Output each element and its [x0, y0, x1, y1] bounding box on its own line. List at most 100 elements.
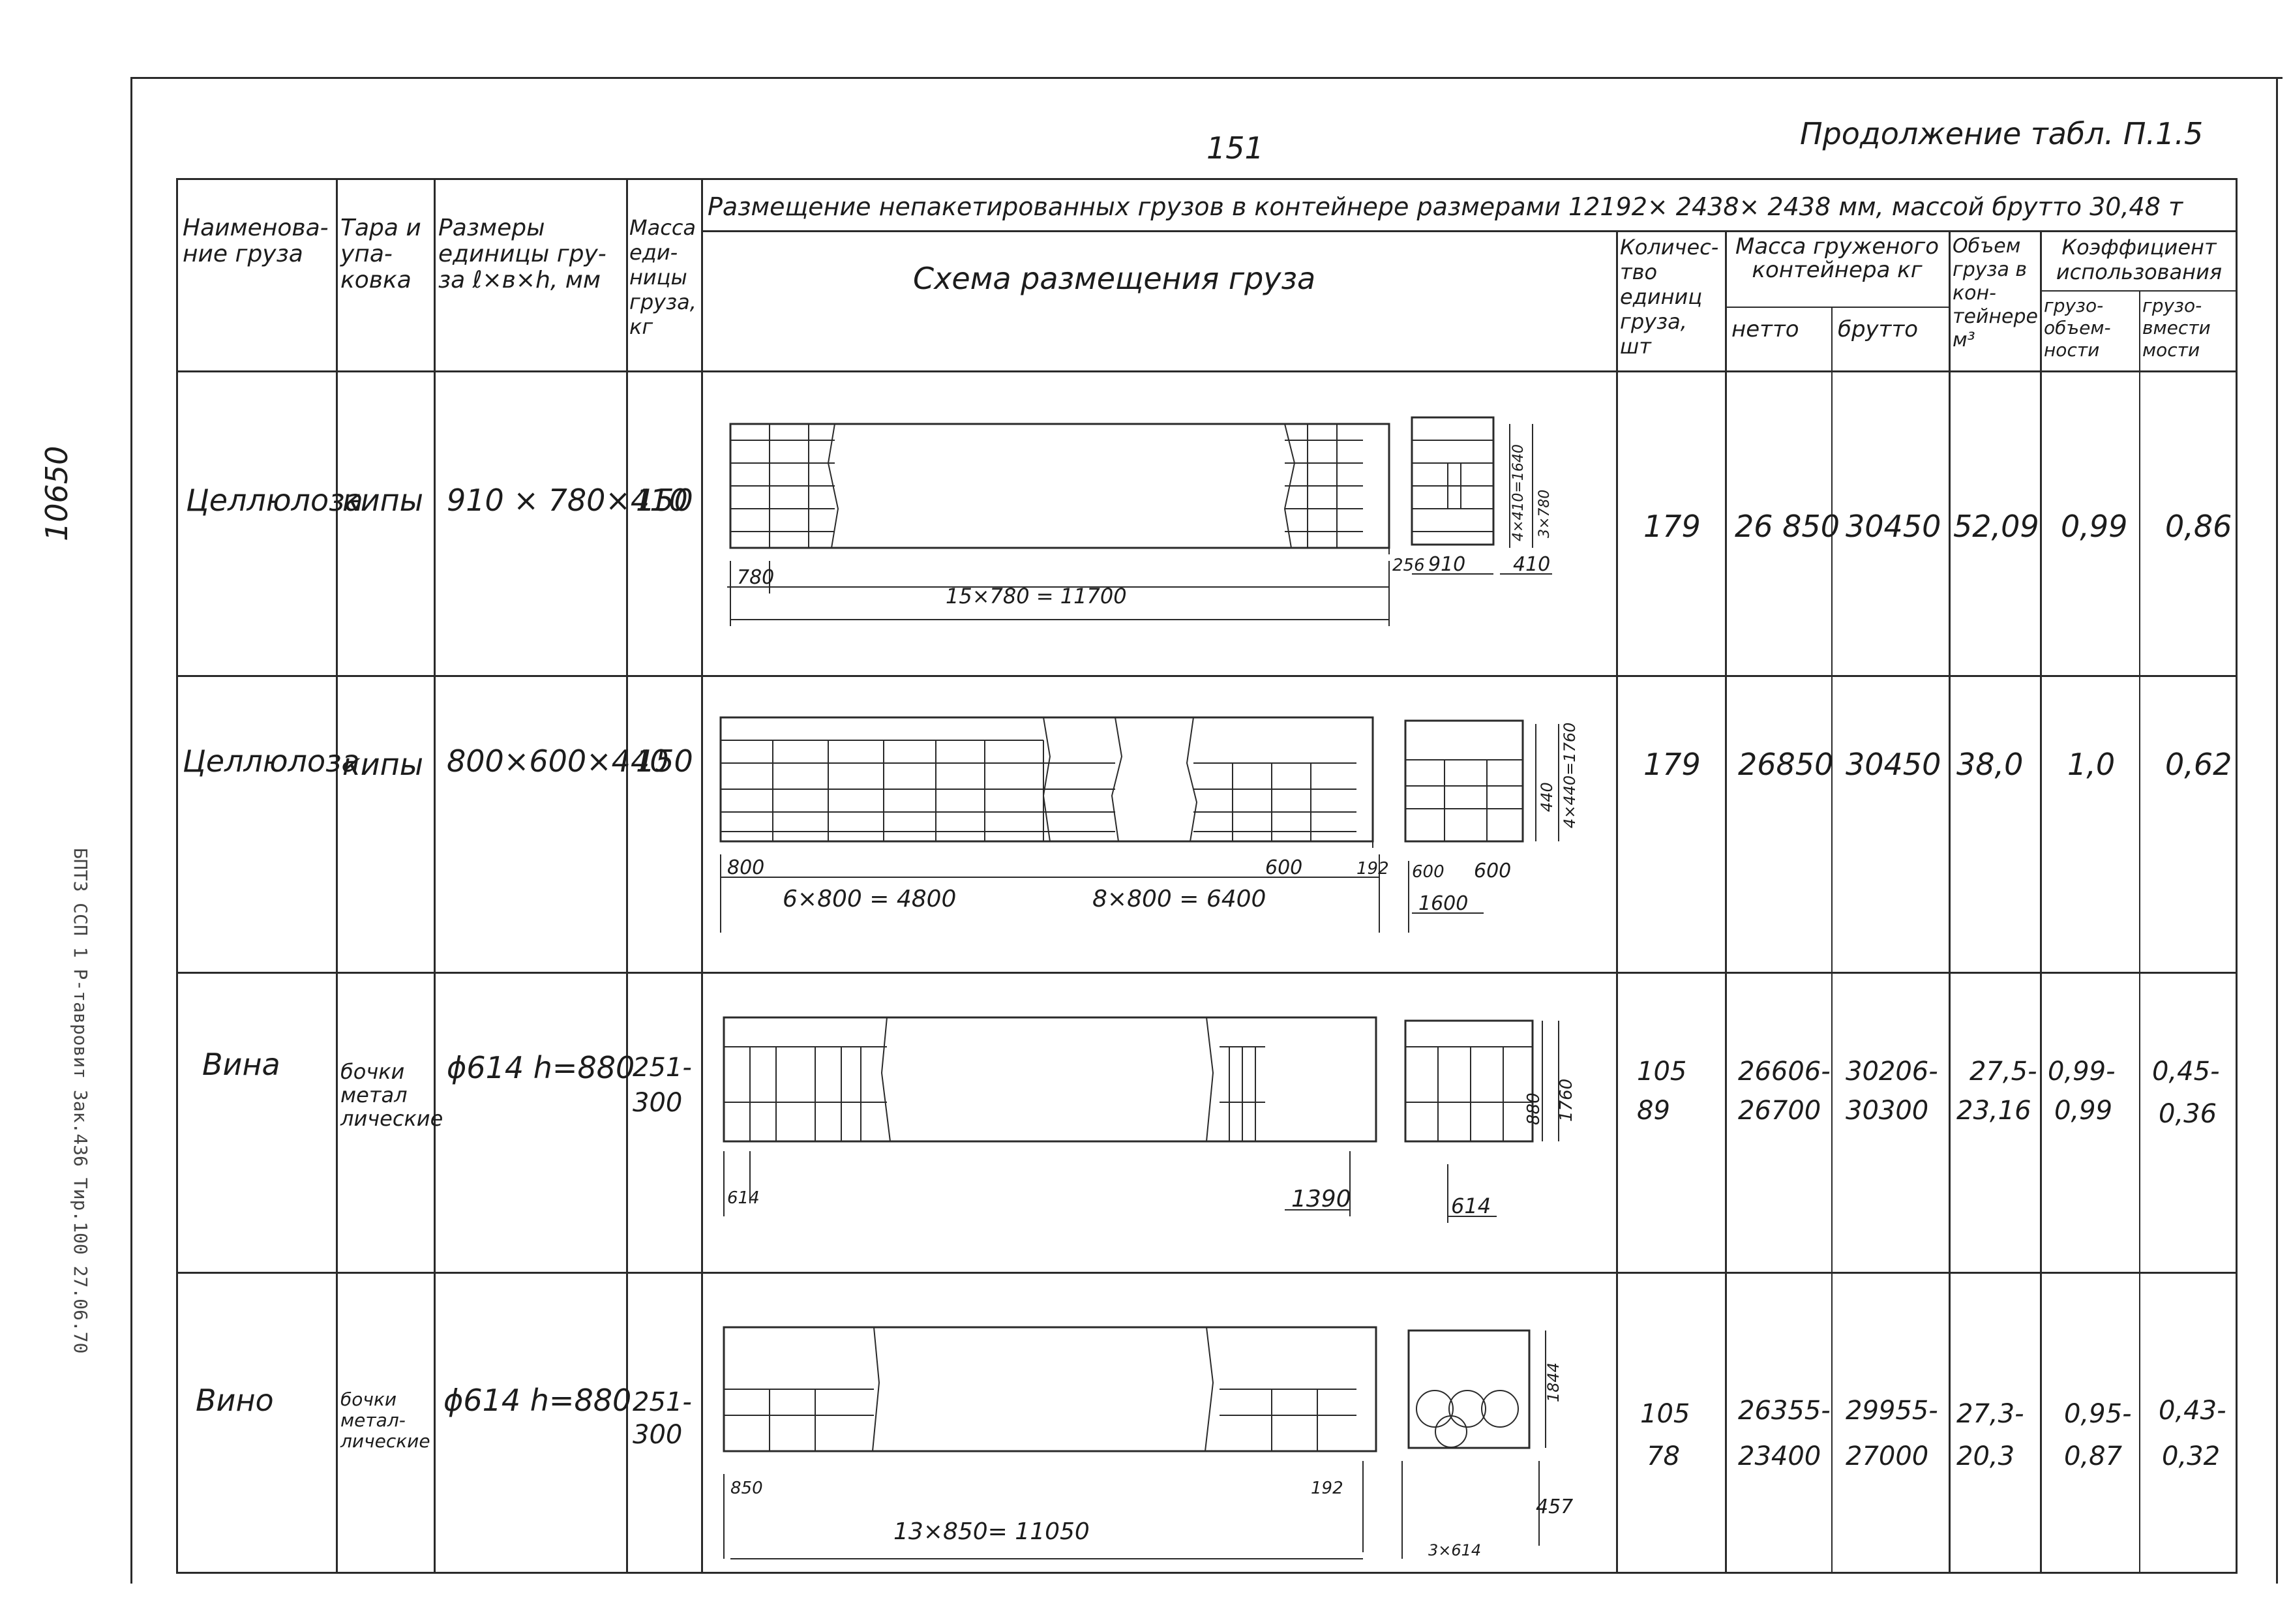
scheme-label: 4×440=1760 — [1561, 723, 1579, 828]
row4-dims: ϕ614 h=880 — [443, 1383, 632, 1418]
row1-mass: 150 — [636, 483, 693, 518]
scheme-label: 3×780 — [1536, 490, 1553, 538]
frame-top — [130, 77, 2283, 79]
row2-mass: 150 — [636, 744, 693, 779]
row3-coef-vol-a: 0,99- — [2048, 1057, 2116, 1087]
header-count: Количес- тво единиц груза, шт — [1620, 235, 1719, 359]
scheme-label: 440 — [1538, 782, 1556, 812]
row3-volume-a: 27,5- — [1969, 1057, 2037, 1087]
row4-net-b: 23400 — [1738, 1441, 1821, 1471]
row2-dims: 800×600×440 — [447, 744, 669, 779]
row3-coef-vol-b: 0,99 — [2054, 1096, 2113, 1126]
row3-coef-cap-a: 0,45- — [2152, 1057, 2220, 1087]
row4-name: Вино — [196, 1383, 274, 1418]
scheme-label: 3×614 — [1428, 1541, 1481, 1559]
row4-coef-cap-a: 0,43- — [2159, 1396, 2226, 1426]
row1-scheme: 780 15×780 = 11700 256 910 410 4×410=164… — [727, 416, 1553, 626]
scheme-label: 13×850= 11050 — [893, 1518, 1090, 1545]
row1-name: Целлюлоза — [186, 483, 363, 518]
scheme-label: 600 — [1412, 862, 1445, 882]
row3-dims: ϕ614 h=880 — [447, 1050, 635, 1085]
header-dimensions: Размеры единицы гру- за ℓ×в×h, мм — [438, 215, 606, 293]
scheme-label: 8×800 = 6400 — [1092, 886, 1266, 912]
scheme-label: 1760 — [1557, 1079, 1576, 1122]
row4-coef-cap-b: 0,32 — [2162, 1441, 2221, 1471]
scheme-label: 614 — [727, 1188, 760, 1208]
header-volume: Объем груза в кон- тейнере м³ — [1953, 235, 2039, 352]
row4-coef-vol-b: 0,87 — [2064, 1441, 2123, 1471]
scheme-label: 600 — [1474, 860, 1511, 882]
row1-pack: кипы — [342, 483, 424, 518]
scheme-label: 800 — [727, 856, 764, 879]
scheme-label: 1844 — [1544, 1362, 1563, 1402]
row4-scheme: 850 13×850= 11050 192 3×614 457 1844 — [723, 1326, 1573, 1559]
row2-gross: 30450 — [1846, 747, 1941, 782]
scheme-label: 6×800 = 4800 — [783, 886, 956, 912]
margin-stamp: БПТЗ ССП 1 Р-тавровит Зак.436 Тир.100 27… — [70, 848, 91, 1354]
scheme-label: 457 — [1536, 1496, 1573, 1518]
row2-pack: кипы — [342, 747, 424, 782]
row4-gross-a: 29955- — [1846, 1396, 1938, 1426]
scheme-label: 192 — [1356, 859, 1389, 879]
header-coef-capacity: грузо- вмести мости — [2142, 295, 2211, 361]
header-unit-mass: Масса еди- ницы груза, кг — [629, 215, 696, 339]
row2-count: 179 — [1643, 747, 1701, 782]
row4-net-a: 26355- — [1738, 1396, 1831, 1426]
header-net: нетто — [1731, 316, 1799, 342]
row3-count-a: 105 — [1637, 1057, 1687, 1087]
row4-coef-vol-a: 0,95- — [2064, 1399, 2132, 1429]
row3-pack: бочки метал лические — [340, 1059, 443, 1131]
row3-gross-b: 30300 — [1846, 1096, 1929, 1126]
row2-scheme: 800 6×800 = 4800 8×800 = 6400 600 192 60… — [719, 716, 1579, 933]
row3-gross-a: 30206- — [1846, 1057, 1938, 1087]
page-number: 151 — [1206, 130, 1264, 166]
margin-number: 10650 — [39, 445, 74, 541]
row2-name: Целлюлоза — [183, 744, 360, 779]
row1-count: 179 — [1643, 509, 1701, 544]
header-span-title: Размещение непакетированных грузов в кон… — [708, 192, 2183, 221]
header-gross: брутто — [1838, 316, 1919, 342]
row4-count-a: 105 — [1640, 1399, 1690, 1429]
frame-left — [130, 77, 132, 1584]
row1-coef-cap: 0,86 — [2165, 509, 2232, 544]
row3-name: Вина — [202, 1047, 280, 1082]
row1-coef-vol: 0,99 — [2061, 509, 2128, 544]
row1-net: 26 850 — [1735, 509, 1840, 544]
header-coef: Коэффициент использования — [2056, 235, 2223, 284]
row3-net-a: 26606- — [1738, 1057, 1831, 1087]
row2-net: 26850 — [1738, 747, 1834, 782]
row4-volume-b: 20,3 — [1956, 1441, 2015, 1471]
row3-net-b: 26700 — [1738, 1096, 1821, 1126]
header-loaded-mass: Масса груженого контейнера кг — [1735, 233, 1939, 283]
scheme-label: 600 — [1265, 856, 1302, 879]
header-scheme: Схема размещения груза — [913, 261, 1316, 296]
scheme-label: 880 — [1524, 1092, 1544, 1125]
row1-dims: 910 × 780×410 — [447, 483, 688, 518]
row4-volume-a: 27,3- — [1956, 1399, 2024, 1429]
header-name: Наименова- ние груза — [183, 215, 329, 267]
scheme-label: 15×780 = 11700 — [946, 584, 1127, 609]
scheme-label: 850 — [730, 1479, 763, 1498]
row1-volume: 52,09 — [1953, 509, 2039, 544]
row4-gross-b: 27000 — [1846, 1441, 1929, 1471]
continuation-label: Продолжение табл. П.1.5 — [1800, 116, 2204, 151]
row3-count-b: 89 — [1637, 1096, 1670, 1126]
scheme-label: 780 — [737, 566, 774, 589]
row4-count-b: 78 — [1647, 1441, 1680, 1471]
scheme-label: 410 — [1513, 553, 1550, 576]
scheme-label: 614 — [1451, 1194, 1491, 1218]
scheme-label: 910 — [1428, 553, 1465, 576]
row1-gross: 30450 — [1846, 509, 1941, 544]
row2-coef-vol: 1,0 — [2067, 747, 2116, 782]
scheme-label: 4×410=1640 — [1510, 444, 1527, 541]
header-coef-volume: грузо- объем- ности — [2044, 295, 2111, 361]
row3-volume-b: 23,16 — [1956, 1096, 2031, 1126]
scheme-label: 256 — [1392, 556, 1425, 575]
row3-mass: 251- 300 — [633, 1053, 692, 1118]
scheme-label: 1390 — [1291, 1186, 1351, 1212]
row2-volume: 38,0 — [1956, 747, 2024, 782]
header-packaging: Тара и упа- ковка — [340, 215, 421, 293]
frame-right — [2276, 77, 2278, 1584]
row4-mass: 251- 300 — [633, 1387, 692, 1450]
scheme-label: 192 — [1311, 1479, 1343, 1498]
